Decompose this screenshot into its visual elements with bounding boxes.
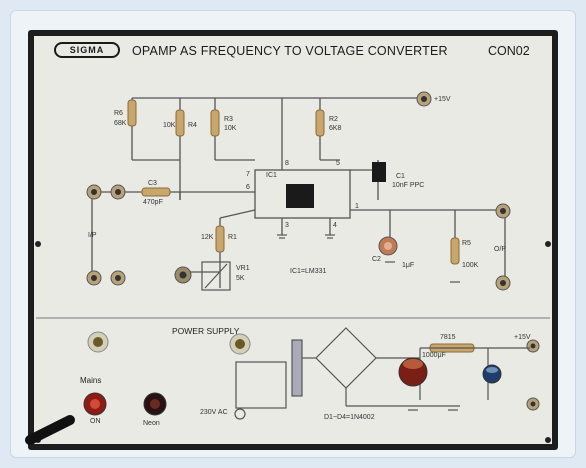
label-r6: R6 xyxy=(114,110,123,117)
label-on: ON xyxy=(90,418,101,425)
label-power-out: +15V xyxy=(514,334,531,341)
label-r2-value: 6K8 xyxy=(329,125,342,132)
label-r4: R4 xyxy=(188,122,197,129)
label-r2: R2 xyxy=(329,116,338,123)
panel-title: OPAMP AS FREQUENCY TO VOLTAGE CONVERTER xyxy=(132,44,448,58)
label-neon: Neon xyxy=(143,420,160,427)
label-c2: C2 xyxy=(372,256,381,263)
label-vr1-value: 5K xyxy=(236,275,245,282)
label-r6-value: 68K xyxy=(114,120,127,127)
label-ic1-pin6: 6 xyxy=(246,184,250,191)
label-ic1-pin7: 7 xyxy=(246,171,250,178)
label-mains: Mains xyxy=(80,376,102,385)
label-vplus: +15V xyxy=(434,96,451,103)
label-ic1-part: IC1=LM331 xyxy=(290,268,327,275)
label-filter-cap: 1000μF xyxy=(422,352,446,359)
label-diodes: D1~D4=1N4002 xyxy=(324,414,375,421)
panel-code: CON02 xyxy=(488,44,530,58)
label-input: I/P xyxy=(88,232,97,239)
label-r1: R1 xyxy=(228,234,237,241)
label-c3: C3 xyxy=(148,180,157,187)
label-ac-input: 230V AC xyxy=(200,409,228,416)
label-ic1-pin4: 4 xyxy=(333,222,337,229)
label-c2-value: 1μF xyxy=(402,262,415,269)
label-vr1: VR1 xyxy=(236,265,250,272)
brand-logo: SIGMA xyxy=(54,42,120,58)
label-ic1-pin8: 8 xyxy=(285,160,289,167)
power-supply-title: POWER SUPPLY xyxy=(172,326,240,336)
label-ic1-pin5: 5 xyxy=(336,160,340,167)
label-c1: C1 xyxy=(396,173,405,180)
label-c1-value: 10nF PPC xyxy=(392,182,425,189)
label-r3: R3 xyxy=(224,116,233,123)
label-ic1-pin3: 3 xyxy=(285,222,289,229)
label-r4-value: 10K xyxy=(163,122,176,129)
label-r5-value: 100K xyxy=(462,262,479,269)
label-r5: R5 xyxy=(462,240,471,247)
label-ic1-pin1: 1 xyxy=(355,203,359,210)
label-c3-value: 470pF xyxy=(143,199,163,206)
label-regulator: 7815 xyxy=(440,334,456,341)
label-ic1: IC1 xyxy=(266,172,277,179)
label-r3-value: 10K xyxy=(224,125,237,132)
label-output: O/P xyxy=(494,246,507,253)
label-r1-value: 12K xyxy=(201,234,214,241)
